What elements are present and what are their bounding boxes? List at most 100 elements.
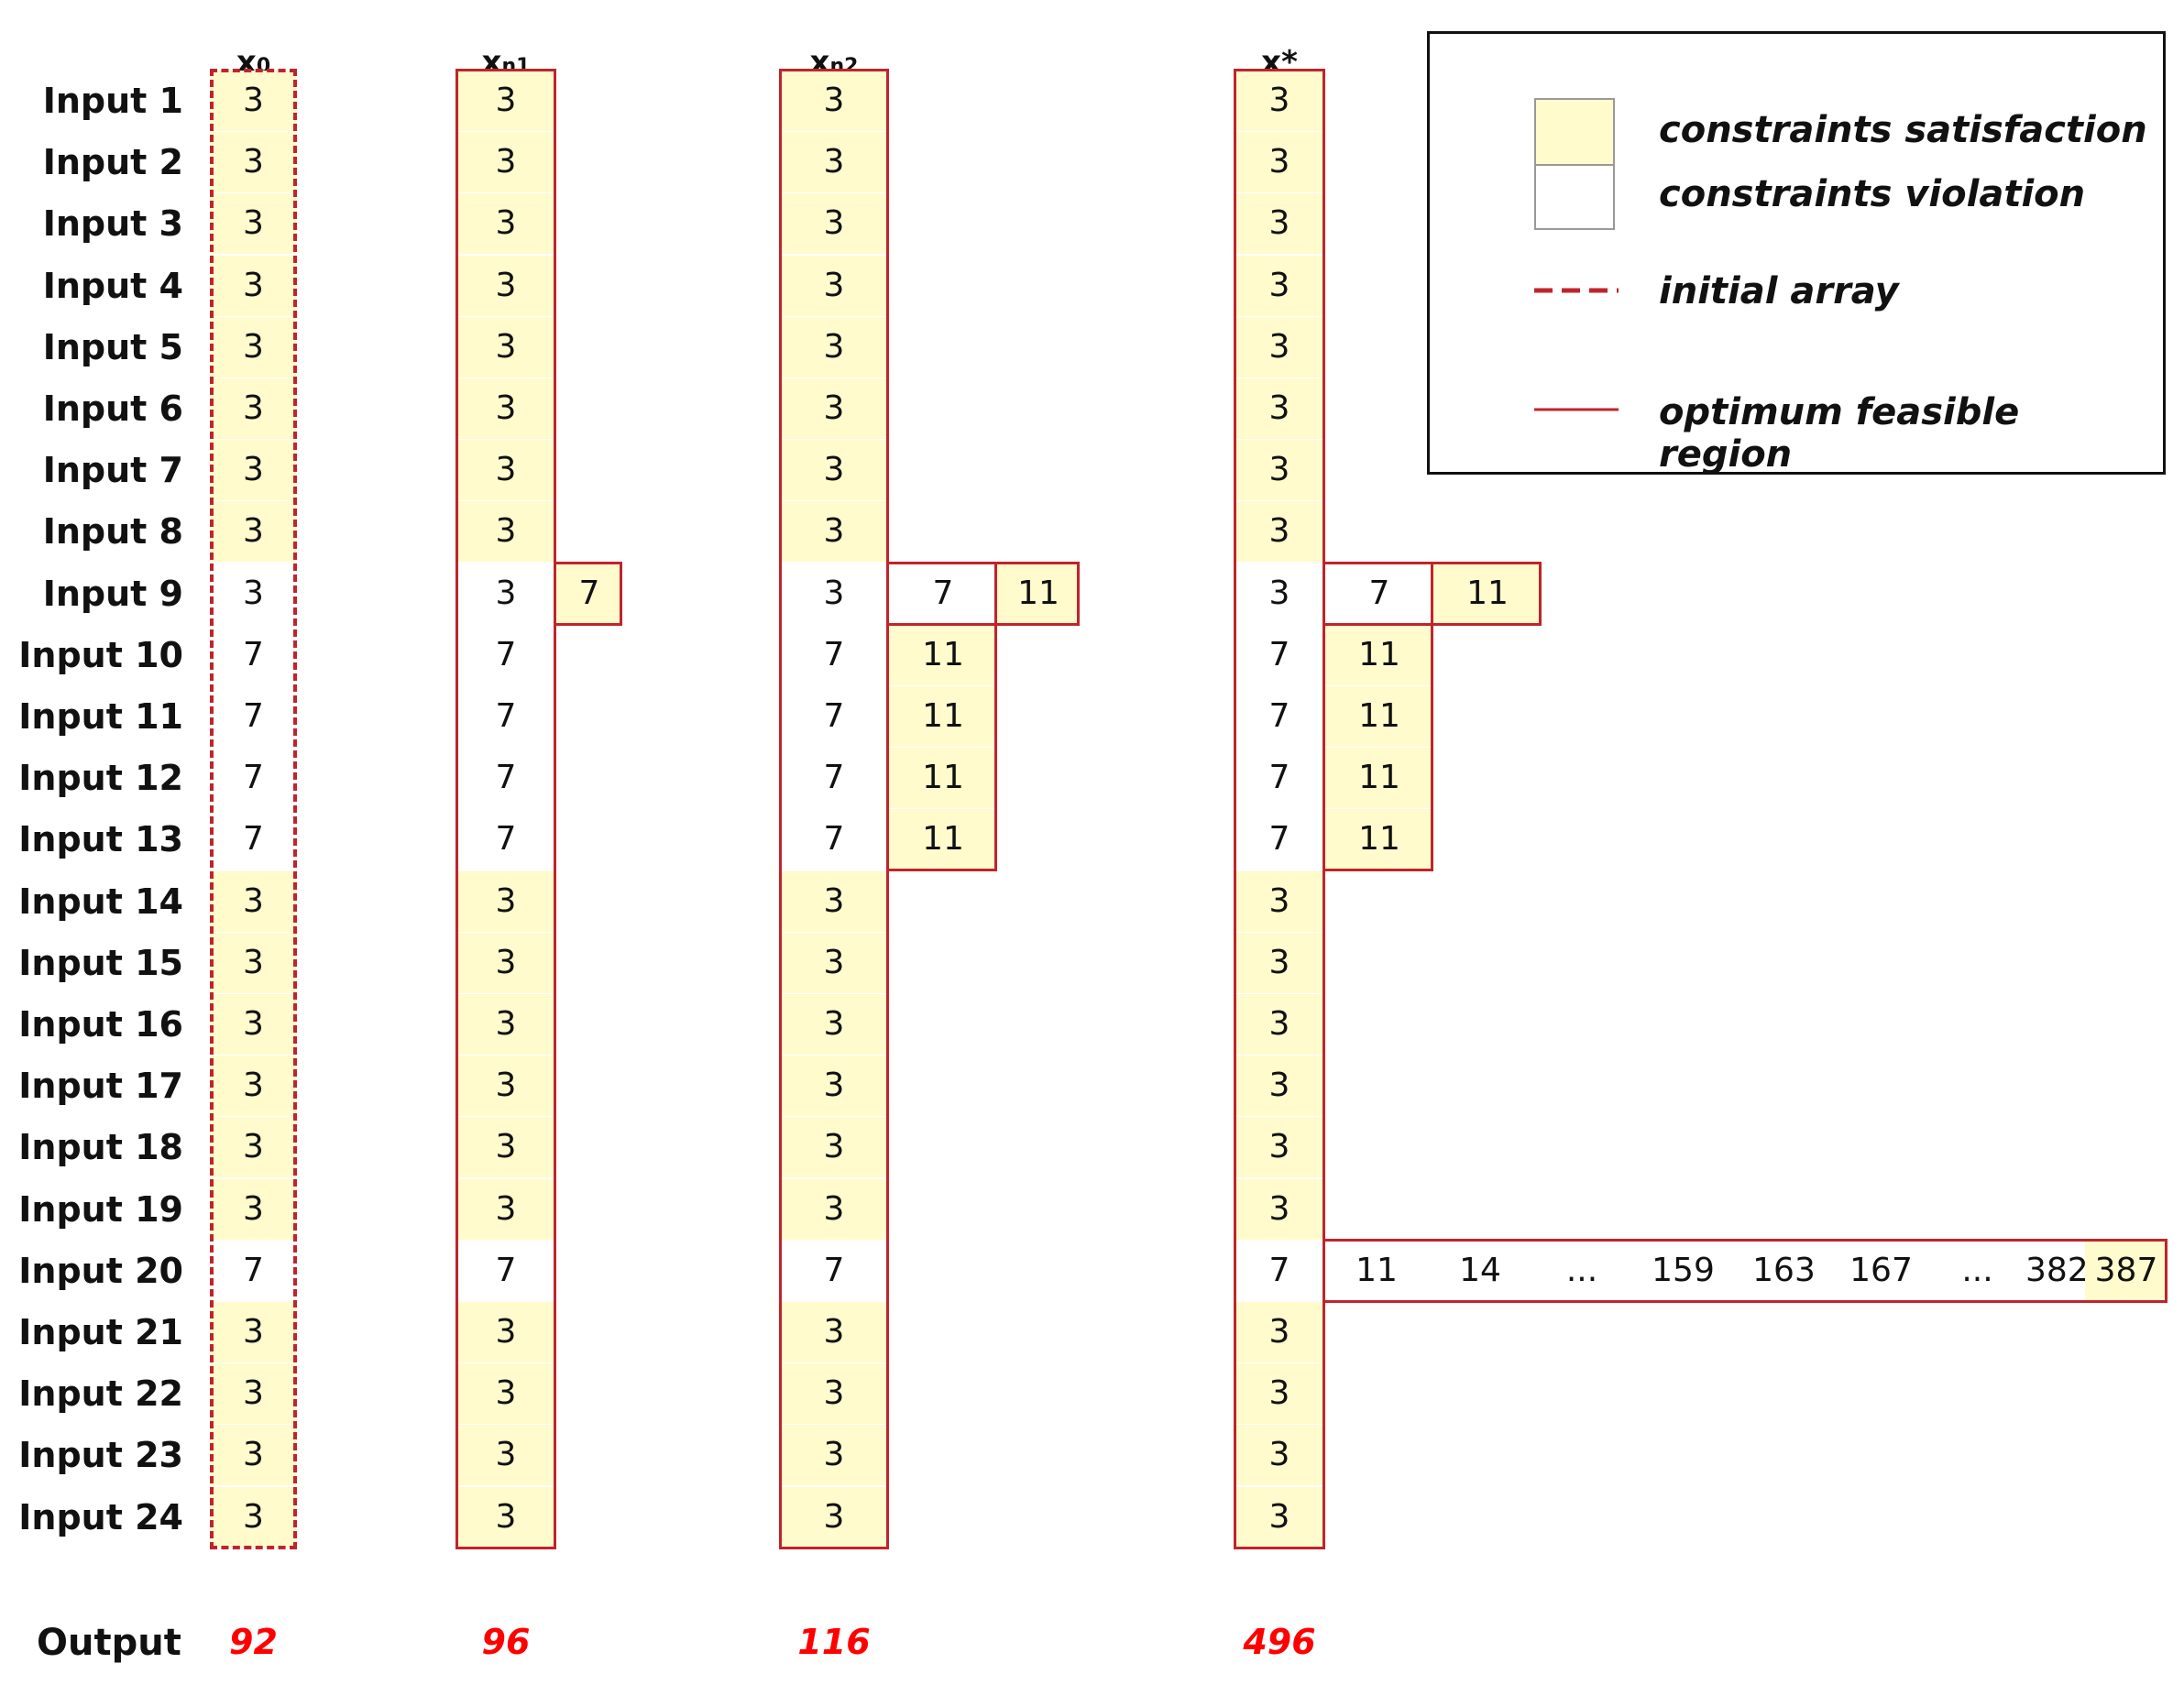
array-cell: 11: [1355, 1252, 1398, 1289]
array-cell: 3: [779, 501, 889, 562]
array-cell: 167: [1849, 1252, 1913, 1289]
array-cell: 11: [889, 625, 997, 685]
legend-dashed-line-icon: [1534, 288, 1619, 293]
array-cell: 3: [210, 501, 297, 562]
array-cell: 3: [210, 317, 297, 377]
array-cell: 3: [1234, 1487, 1325, 1548]
output-label: Output: [37, 1622, 181, 1664]
array-cell: 3: [210, 1179, 297, 1240]
array-cell: 7: [243, 759, 264, 796]
row-label: Input 14: [18, 881, 183, 922]
legend-violation-swatch: [1534, 164, 1615, 230]
array-cell: 3: [1234, 1302, 1325, 1362]
array-cell: 11: [1325, 686, 1433, 747]
array-cell: 3: [455, 501, 556, 562]
array-cell: 7: [823, 636, 845, 673]
array-cell: 3: [779, 1302, 889, 1362]
array-cell: 7: [823, 697, 845, 735]
array-cell: 3: [1234, 317, 1325, 377]
legend-initial-label: initial array: [1659, 270, 1899, 312]
array-cell: 3: [1234, 1056, 1325, 1116]
array-cell: 11: [1433, 563, 1542, 624]
array-cell: 7: [823, 820, 845, 858]
array-cell: 3: [779, 256, 889, 316]
row-label: Input 7: [42, 450, 183, 490]
array-cell: 7: [495, 1252, 517, 1289]
array-cell: 3: [455, 933, 556, 993]
array-cell: 7: [495, 697, 517, 735]
row-label: Input 15: [18, 943, 183, 983]
array-cell: ...: [1565, 1252, 1598, 1289]
legend: constraints satisfaction constraints vio…: [1427, 31, 2166, 476]
array-cell: 3: [455, 256, 556, 316]
array-cell: 3: [455, 1056, 556, 1116]
feasible-region-xstar: [1234, 69, 1325, 1549]
row-label: Input 6: [42, 388, 183, 429]
array-cell: 3: [1234, 71, 1325, 131]
array-cell: 11: [889, 748, 997, 808]
legend-solid-line-icon: [1534, 408, 1619, 411]
row-label: Input 19: [18, 1189, 183, 1230]
array-cell: 11: [889, 809, 997, 870]
array-cell: 3: [455, 193, 556, 254]
array-cell: 7: [495, 759, 517, 796]
feasible-region-xn2: [779, 69, 889, 1549]
array-cell: 3: [210, 933, 297, 993]
array-cell: 3: [210, 71, 297, 131]
row-label: Input 16: [18, 1004, 183, 1045]
array-cell: 14: [1459, 1252, 1501, 1289]
array-cell: 3: [455, 317, 556, 377]
row-label: Input 23: [18, 1435, 183, 1475]
array-cell: 3: [779, 378, 889, 439]
array-cell: ...: [1961, 1252, 1993, 1289]
array-cell: 3: [779, 1425, 889, 1485]
array-cell: 3: [210, 1056, 297, 1116]
row-label: Input 3: [42, 203, 183, 244]
array-cell: 7: [243, 820, 264, 858]
array-cell: 3: [779, 71, 889, 131]
row-label: Input 8: [42, 511, 183, 552]
array-cell: 3: [1234, 132, 1325, 192]
array-cell: 3: [1234, 1179, 1325, 1240]
array-cell: 3: [1234, 256, 1325, 316]
array-cell: 3: [823, 574, 845, 612]
array-cell: 7: [556, 563, 622, 624]
array-cell: 3: [210, 1487, 297, 1548]
row-label: Input 4: [42, 266, 183, 306]
row-label: Input 21: [18, 1312, 183, 1352]
array-cell: 7: [1268, 697, 1290, 735]
array-cell: 3: [1234, 994, 1325, 1055]
initial-array-outline: [210, 69, 297, 1549]
row-label: Input 11: [18, 696, 183, 737]
array-cell: 3: [779, 440, 889, 500]
feasible-region-xstar-rows10-13: [1322, 562, 1433, 871]
array-cell: 3: [455, 1363, 556, 1424]
row-label: Input 1: [42, 81, 183, 121]
array-cell: 3: [779, 933, 889, 993]
output-value-x0: 92: [229, 1622, 278, 1662]
array-cell: 3: [1234, 440, 1325, 500]
legend-satisfaction-swatch: [1534, 98, 1615, 164]
array-cell: 3: [1268, 574, 1290, 612]
output-value-xn2: 116: [797, 1622, 871, 1662]
row-label: Input 5: [42, 327, 183, 367]
array-cell: 7: [495, 820, 517, 858]
array-cell: 3: [210, 378, 297, 439]
row-label: Input 9: [42, 574, 183, 614]
row-label: Input 22: [18, 1373, 183, 1414]
array-cell: 3: [210, 1363, 297, 1424]
row-label: Input 18: [18, 1127, 183, 1167]
feasible-region-xn1: [455, 69, 556, 1549]
array-cell: 387: [2085, 1241, 2168, 1301]
array-cell: 3: [210, 871, 297, 932]
row-label: Input 2: [42, 142, 183, 182]
row-label: Input 13: [18, 819, 183, 859]
array-cell: 3: [779, 1487, 889, 1548]
array-cell: 3: [1234, 1117, 1325, 1177]
row-label: Input 20: [18, 1251, 183, 1291]
array-cell: 3: [210, 256, 297, 316]
array-cell: 3: [495, 574, 517, 612]
array-cell: 3: [1234, 933, 1325, 993]
array-cell: 3: [210, 1117, 297, 1177]
array-cell: 3: [210, 994, 297, 1055]
